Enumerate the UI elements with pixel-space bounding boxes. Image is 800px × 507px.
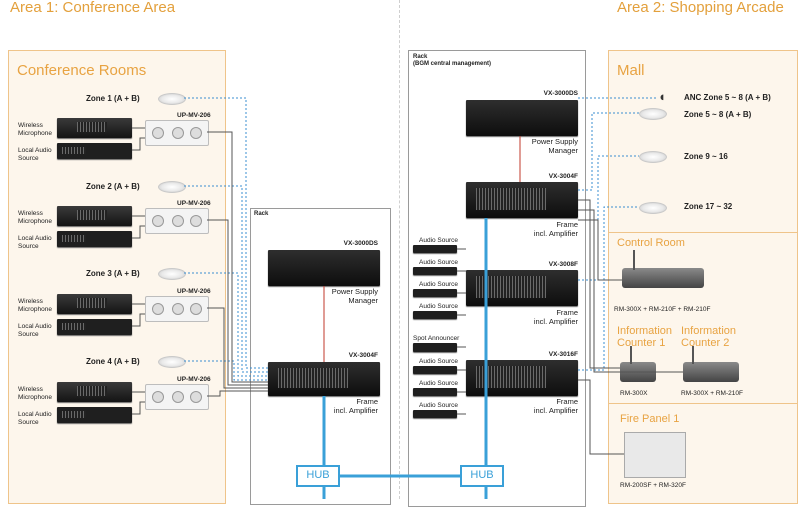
wall-panel-icon	[145, 384, 209, 410]
audio-source-device-icon	[57, 143, 132, 159]
horn-speaker-icon: ◖	[658, 89, 666, 104]
conference-rooms-title: Conference Rooms	[17, 62, 147, 79]
audio-source-label: Audio Source	[419, 303, 459, 310]
mall-title: Mall	[617, 62, 645, 79]
audio-source-device-icon	[57, 319, 132, 335]
rack2-psu-label: Power Supply Manager	[531, 137, 578, 155]
audio-source-device-icon	[57, 231, 132, 247]
audio-source-device-icon	[413, 311, 457, 319]
rack2-frame2-model: VX-3008F	[548, 261, 578, 268]
zone4-label: Zone 4 (A + B)	[86, 357, 140, 366]
audio-source-device-icon	[413, 289, 457, 297]
info-counter1-title: Information Counter 1	[617, 325, 673, 349]
zone1-source-label: Local Audio Source	[18, 147, 52, 162]
audio-source-device-icon	[413, 245, 457, 253]
zone2-source-label: Local Audio Source	[18, 235, 52, 250]
fire-panel-icon	[624, 432, 686, 478]
amplifier-frame-icon	[268, 362, 380, 396]
mall-zone-9-16: Zone 9 ~ 16	[684, 152, 728, 161]
audio-source-device-icon	[413, 267, 457, 275]
info-counter2-title: Information Counter 2	[681, 325, 737, 349]
audio-source-device-icon	[413, 366, 457, 374]
mall-zone-17-32: Zone 17 ~ 32	[684, 202, 733, 211]
microphone-icon	[692, 346, 694, 364]
zone3-label: Zone 3 (A + B)	[86, 269, 140, 278]
fire-panel-model: RM-200SF + RM-320F	[620, 482, 686, 489]
ceiling-speaker-icon	[158, 93, 186, 105]
area-divider	[399, 0, 401, 499]
ceiling-speaker-icon	[639, 202, 667, 214]
remote-microphone-console-icon	[683, 362, 739, 382]
zone3-mic-label: Wireless Microphone	[18, 298, 52, 313]
zone1-panel-model: UP-MV-206	[177, 112, 211, 119]
rack1-title: Rack	[254, 211, 269, 217]
mall-zone-5-8: Zone 5 ~ 8 (A + B)	[684, 110, 752, 119]
audio-source-label: Audio Source	[419, 358, 459, 365]
zone4-mic-label: Wireless Microphone	[18, 386, 52, 401]
zone2-label: Zone 2 (A + B)	[86, 182, 140, 191]
rack2-frame1-model: VX-3004F	[548, 173, 578, 180]
wall-panel-icon	[145, 296, 209, 322]
rack2-psu-model: VX-3000DS	[543, 90, 578, 97]
rack2-title: Rack (BGM central management)	[413, 54, 492, 67]
rack2-frame1-label: Frame incl. Amplifier	[533, 220, 578, 238]
audio-source-device-icon	[57, 407, 132, 423]
audio-source-label: Audio Source	[419, 380, 459, 387]
zone2-panel-model: UP-MV-206	[177, 200, 211, 207]
rack1-psu-label: Power Supply Manager	[331, 287, 378, 305]
audio-source-label: Audio Source	[419, 259, 459, 266]
zone3-source-label: Local Audio Source	[18, 323, 52, 338]
amplifier-frame-icon	[466, 182, 578, 218]
mall-zone-anc: ANC Zone 5 ~ 8 (A + B)	[684, 93, 771, 102]
ceiling-speaker-icon	[158, 181, 186, 193]
spot-announcer-label: Spot Announcer	[413, 335, 460, 342]
zone4-panel-model: UP-MV-206	[177, 376, 211, 383]
control-room-title: Control Room	[617, 237, 685, 249]
wireless-receiver-icon	[57, 294, 132, 314]
power-supply-manager-icon	[268, 250, 380, 286]
zone4-source-label: Local Audio Source	[18, 411, 52, 426]
fire-panel-title: Fire Panel 1	[620, 413, 680, 425]
ceiling-speaker-icon	[639, 151, 667, 163]
zone3-panel-model: UP-MV-206	[177, 288, 211, 295]
area2-title: Area 2: Shopping Arcade	[617, 0, 784, 16]
wireless-receiver-icon	[57, 118, 132, 138]
area1-title: Area 1: Conference Area	[10, 0, 176, 16]
microphone-icon	[633, 250, 635, 270]
ceiling-speaker-icon	[158, 268, 186, 280]
network-hub-1: HUB	[296, 465, 340, 487]
zone1-mic-label: Wireless Microphone	[18, 122, 52, 137]
rack1-frame-label: Frame incl. Amplifier	[333, 397, 378, 415]
zone1-label: Zone 1 (A + B)	[86, 94, 140, 103]
panel-divider	[608, 403, 798, 404]
audio-source-device-icon	[413, 388, 457, 396]
rack1-psu-model: VX-3000DS	[343, 240, 378, 247]
rack2-frame3-model: VX-3016F	[548, 351, 578, 358]
network-hub-2: HUB	[460, 465, 504, 487]
power-supply-manager-icon	[466, 100, 578, 136]
panel-divider	[608, 232, 798, 233]
control-room-model: RM-300X + RM-210F + RM-210F	[614, 306, 711, 313]
info-counter1-model: RM-300X	[620, 390, 648, 397]
wireless-receiver-icon	[57, 206, 132, 226]
audio-source-label: Audio Source	[419, 402, 459, 409]
rack2-frame3-label: Frame incl. Amplifier	[533, 397, 578, 415]
microphone-icon	[630, 346, 632, 364]
rack1-frame-model: VX-3004F	[348, 352, 378, 359]
info-counter2-model: RM-300X + RM-210F	[681, 390, 743, 397]
wall-panel-icon	[145, 120, 209, 146]
audio-source-label: Audio Source	[419, 281, 459, 288]
audio-source-label: Audio Source	[419, 237, 459, 244]
remote-microphone-console-icon	[622, 268, 704, 288]
ceiling-speaker-icon	[639, 108, 667, 120]
rack2-frame2-label: Frame incl. Amplifier	[533, 308, 578, 326]
ceiling-speaker-icon	[158, 356, 186, 368]
wall-panel-icon	[145, 208, 209, 234]
audio-source-device-icon	[413, 410, 457, 418]
zone2-mic-label: Wireless Microphone	[18, 210, 52, 225]
spot-announcer-device-icon	[413, 343, 457, 352]
wireless-receiver-icon	[57, 382, 132, 402]
